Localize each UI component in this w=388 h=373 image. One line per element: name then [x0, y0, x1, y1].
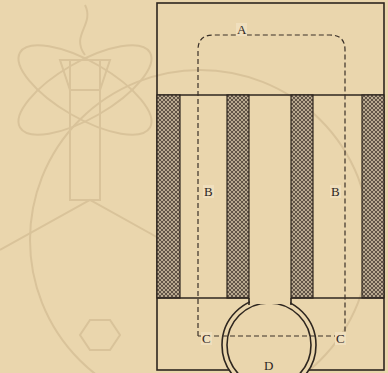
gap-edge: [248, 298, 250, 305]
part-letter: B: [330, 185, 341, 198]
gap-edge: [290, 298, 292, 305]
part-letter: D: [264, 359, 273, 372]
part-letter: A: [236, 23, 247, 36]
part-letter: C: [201, 332, 212, 345]
part-letter: B: [203, 185, 214, 198]
pole-block: [157, 298, 384, 373]
coil-winding: [157, 95, 384, 298]
flux-path: [198, 35, 345, 336]
watermark-emblem: [0, 5, 370, 373]
gap-fill: [250, 290, 290, 304]
part-letter: C: [335, 332, 346, 345]
